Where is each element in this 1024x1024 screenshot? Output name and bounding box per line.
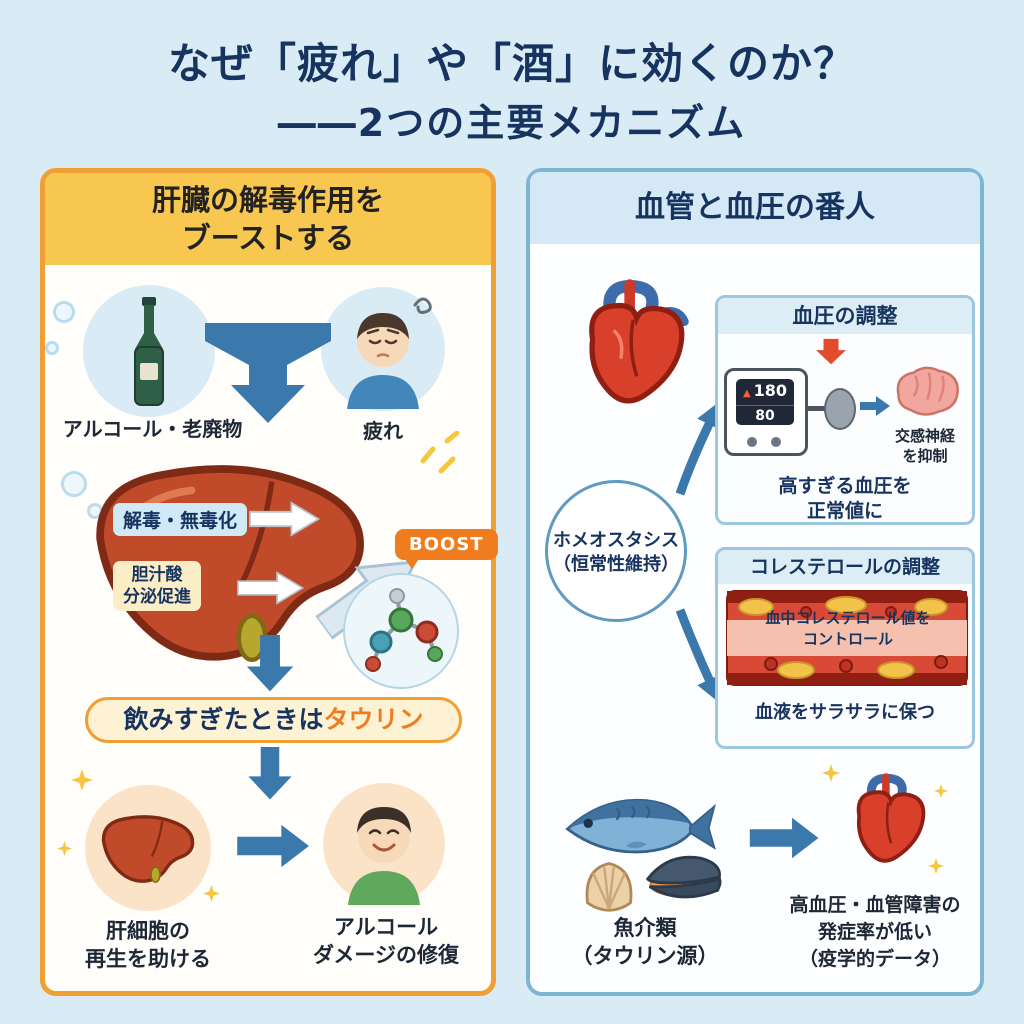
sparkle-icon [203, 885, 220, 902]
converge-arrow-icon [205, 323, 331, 423]
bp-monitor-icon: ▲180 80 [724, 368, 808, 456]
page-title: なぜ「疲れ」や「酒」に効くのか？ [167, 39, 856, 88]
mussel-icon [645, 855, 722, 899]
curve-arrow-up-icon [675, 404, 721, 496]
bp-box-title: 血圧の調整 [718, 298, 972, 334]
bp-caption: 高すぎる血圧を 正常値に [778, 475, 912, 522]
sparkle-icon [928, 858, 944, 874]
bile-label: 胆汁酸 分泌促進 [113, 561, 201, 611]
liver-icon [101, 815, 195, 883]
outcome-label: 高血圧・血管障害の 発症率が低い （疫学的データ） [789, 894, 961, 970]
bp-tube [806, 406, 832, 411]
bp-monitor-button [771, 437, 781, 447]
molecule-circle [343, 573, 459, 689]
fish-icon [565, 798, 717, 854]
tired-person-icon [347, 297, 432, 409]
arrow-right-icon [237, 824, 309, 868]
bp-monitor-button [747, 437, 757, 447]
bp-diastolic-value: 80 [736, 405, 794, 427]
liver-panel: 肝臓の解毒作用を ブーストする [40, 168, 498, 996]
arrow-right-icon [749, 817, 819, 859]
scallop-icon [585, 862, 633, 912]
chol-caption: 血液をサラサラに保つ [755, 702, 935, 723]
homeostasis-circle: ホメオスタシス （恒常性維持） [545, 480, 687, 622]
bubble-decoration [61, 471, 87, 497]
vessel-panel: 血管と血圧の番人 ホメオスタシス （恒常性維持） 血圧の調整 [526, 168, 984, 996]
bp-bulb-icon [824, 388, 856, 430]
cholesterol-box: コレステロールの調整 血中コレステロール値を コントロール 血液をサラサラに保つ [715, 547, 975, 749]
bile-arrow-icon [237, 571, 305, 605]
sparkle-icon [57, 841, 72, 856]
boost-bubble: BOOST [395, 529, 498, 569]
heart-icon [856, 773, 926, 863]
regen-liver-circle [85, 785, 211, 911]
alcohol-circle [83, 285, 215, 417]
arrow-down-icon [248, 747, 292, 800]
bp-systolic-value: 180 [753, 381, 788, 400]
bubble-decoration [45, 341, 59, 355]
molecule-icon [365, 588, 443, 672]
banner-highlight: タウリン [323, 705, 424, 734]
vessel-panel-header: 血管と血圧の番人 [530, 172, 980, 244]
detox-label: 解毒・無毒化 [113, 503, 248, 536]
bp-regulation-box: 血圧の調整 ▲180 80 交感神経 を抑制 高すぎ [715, 295, 975, 525]
liver-panel-header-line1: 肝臓の解毒作用を [151, 183, 384, 217]
heart-icon [589, 279, 689, 404]
page-subtitle: ――2つの主要メカニズム [277, 101, 747, 145]
repair-person-circle [323, 783, 445, 905]
happy-person-icon [348, 807, 420, 905]
liver-panel-header-line2: ブーストする [181, 221, 355, 255]
arrow-down-icon [246, 635, 294, 692]
detox-arrow-icon [249, 501, 321, 537]
taurine-banner: 飲みすぎたときはタウリン [85, 697, 462, 743]
homeostasis-line2: （恒常性維持） [553, 554, 679, 575]
curve-arrow-down-icon [675, 608, 721, 699]
fatigue-label: 疲れ [363, 419, 403, 443]
homeostasis-line1: ホメオスタシス [553, 530, 679, 551]
red-down-arrow-icon [816, 338, 846, 365]
brain-icon [896, 366, 959, 416]
vessel-label: 血中コレステロール値を コントロール [765, 609, 931, 648]
bubble-decoration [53, 301, 75, 323]
banner-prefix: 飲みすぎたときは [123, 705, 324, 734]
sparkle-icon [822, 764, 840, 782]
sparkle-icon [71, 769, 93, 791]
repair-label: アルコール ダメージの修復 [313, 915, 459, 967]
bp-up-icon: ▲ [742, 388, 751, 399]
sparkle-icon [934, 784, 948, 798]
fatigue-circle [321, 287, 445, 411]
liver-panel-header: 肝臓の解毒作用を ブーストする [45, 173, 491, 265]
sparkle-dashes-icon [420, 431, 460, 474]
chol-box-title: コレステロールの調整 [718, 550, 972, 584]
wine-bottle-icon [134, 297, 164, 406]
vessel-icon [726, 590, 968, 686]
regen-label: 肝細胞の 再生を助ける [85, 919, 211, 971]
seafood-label: 魚介類 （タウリン源） [571, 916, 719, 968]
bp-monitor-screen: ▲180 80 [736, 379, 794, 425]
nerve-label: 交感神経 を抑制 [894, 427, 955, 465]
arrow-right-small-icon [860, 396, 890, 416]
alcohol-label: アルコール・老廃物 [62, 417, 243, 441]
